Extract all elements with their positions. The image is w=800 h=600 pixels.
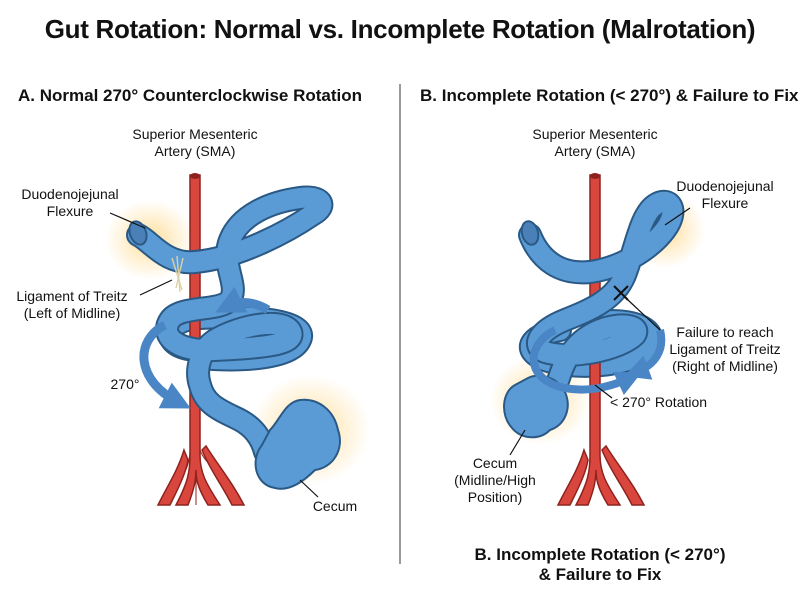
panel-b-diagram [490,173,705,506]
panel-a-title: A. Normal 270° Counterclockwise Rotation [18,86,363,105]
panel-divider [399,84,401,564]
ligament-of-treitz-label-a: Ligament of Treitz(Left of Midline) [16,288,128,321]
rotation-arrow-b-left [529,326,642,396]
rotation-arrow-b-right [623,329,666,380]
ligament-of-treitz-fibers-a [171,255,184,293]
panel-a-diagram [105,173,370,506]
panel-b-title: B. Incomplete Rotation (< 270°) & Failur… [420,86,799,105]
cecum-b [503,374,569,439]
panel-b-caption: B. Incomplete Rotation (< 270°)& Failure… [474,545,726,584]
bowel-b [520,191,683,412]
leader-lines-b [509,207,691,456]
duodenum-opening-b [520,220,540,246]
page-title: Gut Rotation: Normal vs. Incomplete Rota… [44,14,756,44]
failure-x-marker [613,285,629,301]
leader-lines-a [109,212,319,498]
rotation-label-b: < 270° Rotation [610,394,708,410]
rotation-arrow-a-top [215,286,271,314]
rotation-label-a: 270° [110,376,140,392]
cecum-a [254,398,341,490]
rotation-arrow-a-left [139,320,191,409]
cecum-label-a: Cecum [312,498,358,514]
bowel-a [128,187,332,462]
